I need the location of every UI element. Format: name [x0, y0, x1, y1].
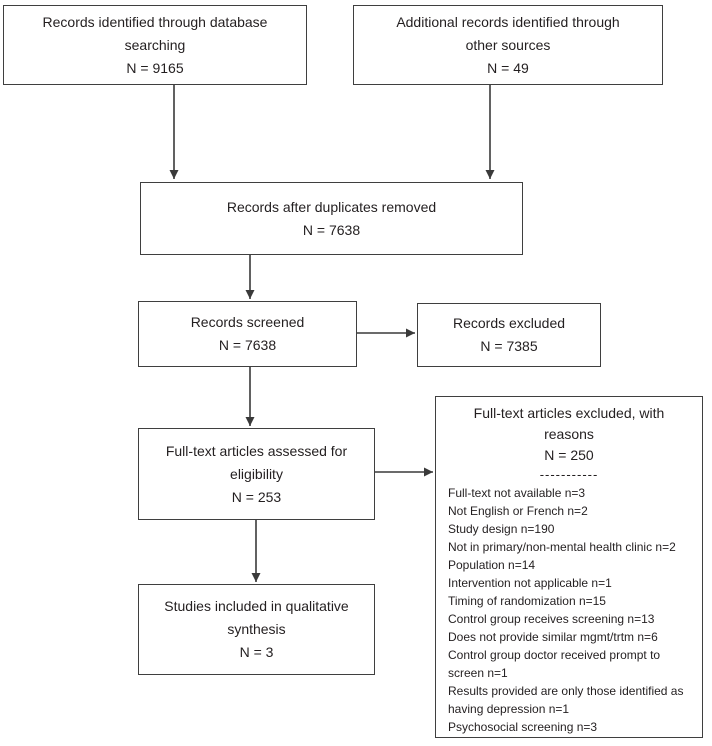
- box-count: N = 7638: [218, 337, 277, 353]
- reason-item: Not English or French n=2: [448, 504, 588, 518]
- box-label: Studies included in qualitative synthesi…: [164, 598, 349, 637]
- box-label: Records screened: [190, 314, 305, 330]
- box-records-excluded: Records excluded N = 7385: [417, 303, 601, 367]
- box-label: Full-text articles excluded, with reason…: [473, 405, 665, 442]
- box-label: Full-text articles assessed for eligibil…: [165, 442, 348, 482]
- reason-item: Population n=14: [448, 558, 536, 572]
- reason-item: Does not provide similar mgmt/trtm n=6: [448, 630, 658, 644]
- reason-item: Study design n=190: [448, 522, 555, 536]
- box-label: Additional records identified through ot…: [396, 13, 620, 53]
- reason-item: Intervention not applicable n=1: [448, 576, 612, 590]
- box-count: N = 7385: [480, 338, 538, 354]
- box-records-identified-database: Records identified through database sear…: [3, 5, 307, 85]
- box-count: N = 7638: [302, 221, 361, 238]
- box-count: N = 49: [487, 59, 529, 76]
- box-fulltext-excluded-reasons: Full-text articles excluded, with reason…: [435, 396, 703, 738]
- box-label: Records excluded: [452, 315, 566, 331]
- reason-item: Not in primary/non-mental health clinic …: [448, 540, 676, 554]
- box-fulltext-assessed: Full-text articles assessed for eligibil…: [138, 428, 375, 520]
- reason-item: Psychosocial screening n=3: [448, 720, 598, 734]
- box-records-screened: Records screened N = 7638: [138, 301, 357, 367]
- reasons-separator: -----------: [539, 467, 599, 482]
- box-count: N = 9165: [126, 59, 184, 76]
- reason-item: Results provided are only those identifi…: [448, 684, 684, 716]
- reason-item: Timing of randomization n=15: [448, 594, 606, 608]
- box-studies-included: Studies included in qualitative synthesi…: [138, 584, 375, 675]
- box-additional-records-other-sources: Additional records identified through ot…: [353, 5, 663, 85]
- box-label: Records after duplicates removed: [226, 198, 437, 215]
- reasons-header: Full-text articles excluded, with reason…: [436, 397, 702, 484]
- reason-item: Control group doctor received prompt to …: [448, 648, 661, 680]
- box-count: N = 250: [544, 447, 594, 463]
- box-count: N = 3: [239, 644, 274, 660]
- box-count: N = 253: [231, 488, 282, 505]
- reason-item: Control group receives screening n=13: [448, 612, 655, 626]
- box-records-after-duplicates-removed: Records after duplicates removed N = 763…: [140, 182, 523, 255]
- box-label: Records identified through database sear…: [42, 13, 268, 53]
- reasons-list: Full-text not available n=3 Not English …: [436, 484, 702, 736]
- reason-item: Full-text not available n=3: [448, 486, 586, 500]
